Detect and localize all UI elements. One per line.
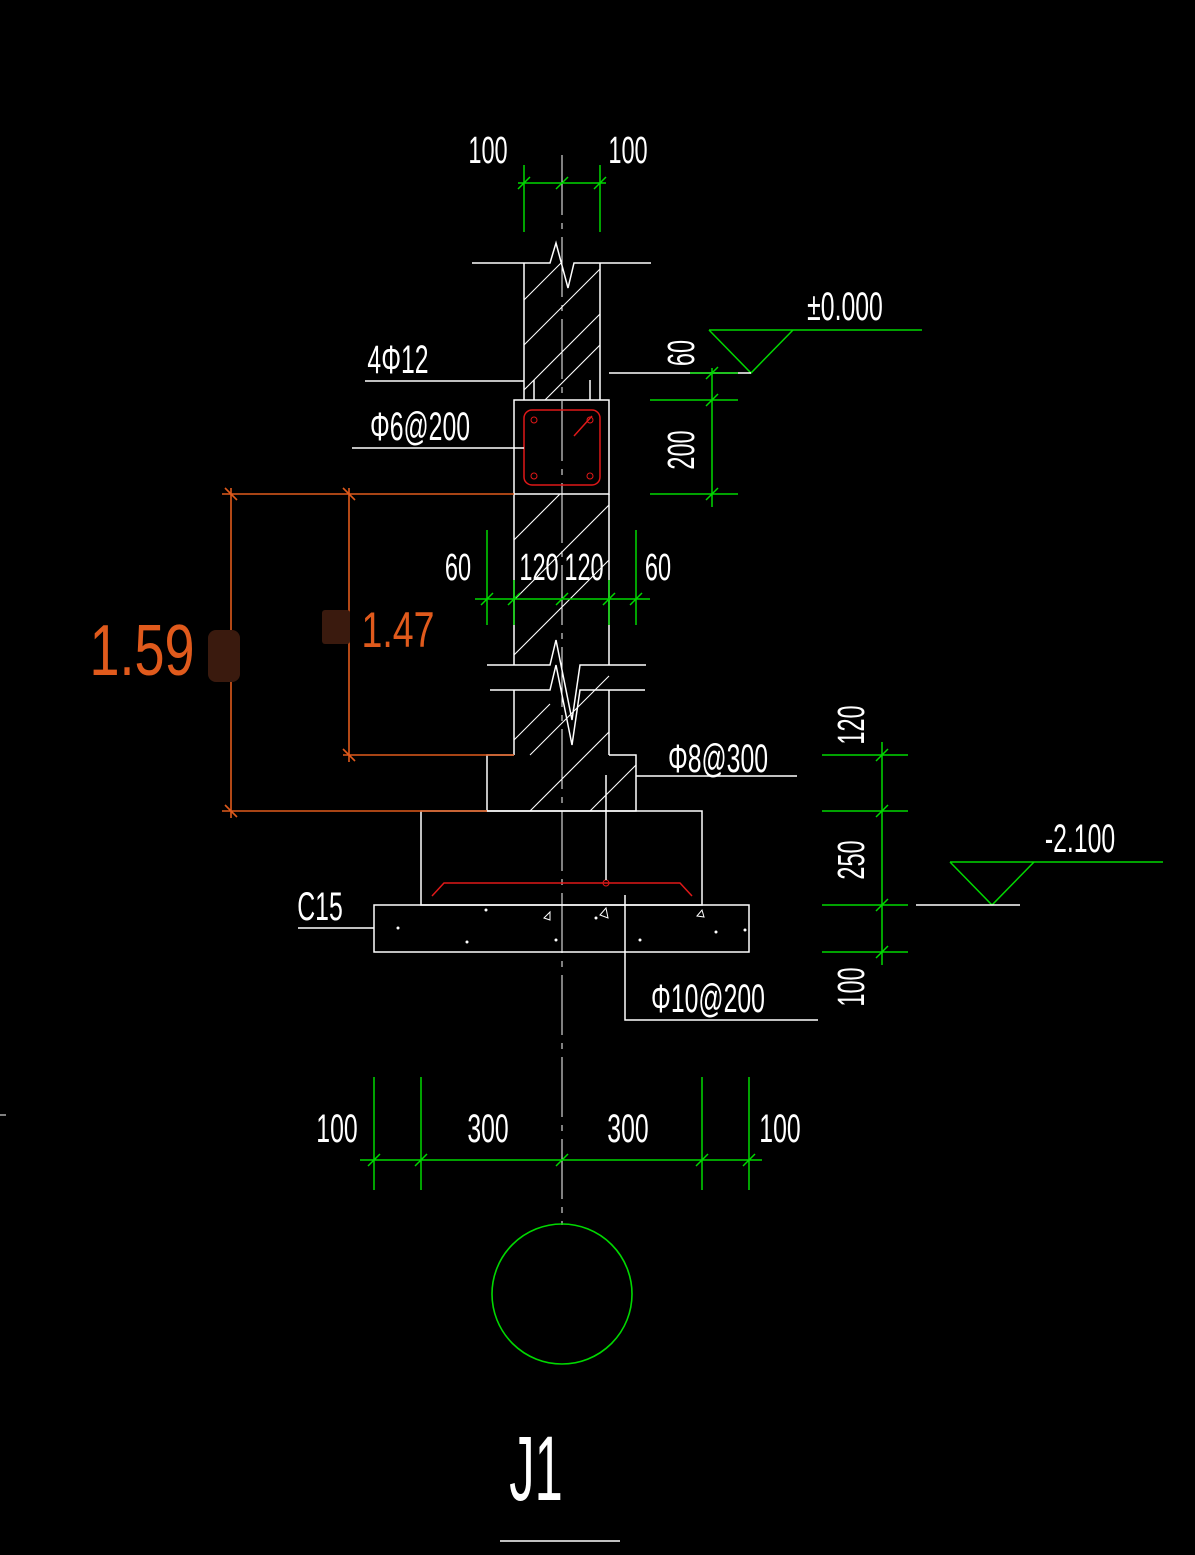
wall-dim-2: 120 bbox=[564, 545, 603, 588]
bottom-dimension-group: 100 300 300 100 bbox=[316, 1077, 801, 1190]
wall-dim-0: 60 bbox=[445, 545, 471, 588]
bottom-dim-3: 100 bbox=[759, 1107, 800, 1151]
label-footing-rebar: Φ10@200 bbox=[651, 977, 765, 1021]
measure-inner: 1.47 bbox=[362, 603, 435, 658]
top-dimension-group: 100 100 bbox=[468, 128, 648, 232]
smudge-outer bbox=[208, 630, 240, 682]
axis-bubble bbox=[491, 1223, 633, 1365]
wall-dimension-group: 60 120 120 60 bbox=[445, 530, 671, 625]
label-cushion: C15 bbox=[297, 885, 342, 929]
right-dims-upper: 60 200 bbox=[650, 340, 738, 507]
elevation-bottom-label: -2.100 bbox=[1045, 817, 1115, 861]
right-dim-60: 60 bbox=[659, 340, 702, 366]
right-dims-lower: 120 250 100 bbox=[822, 705, 908, 1007]
right-dim-100: 100 bbox=[829, 967, 872, 1006]
lower-wall bbox=[486, 493, 646, 812]
top-dim-left: 100 bbox=[468, 128, 507, 171]
upper-wall bbox=[472, 240, 651, 401]
footing bbox=[420, 775, 703, 906]
smudge-inner bbox=[322, 610, 350, 644]
top-dim-right: 100 bbox=[608, 128, 647, 171]
elevation-top-label: ±0.000 bbox=[807, 285, 883, 329]
bottom-dim-2: 300 bbox=[607, 1107, 648, 1151]
right-dim-250: 250 bbox=[829, 840, 872, 879]
drawing-title: J1 bbox=[509, 1417, 562, 1520]
label-main-bars: 4Φ12 bbox=[367, 338, 428, 382]
label-stirrups: Φ6@200 bbox=[370, 405, 470, 449]
bottom-dim-0: 100 bbox=[316, 1107, 357, 1151]
elevation-mark-bottom: -2.100 bbox=[916, 817, 1163, 907]
right-dim-200: 200 bbox=[659, 430, 702, 469]
elevation-mark-top: ±0.000 bbox=[609, 285, 922, 375]
label-bottom-wall-rebar: Φ8@300 bbox=[668, 737, 768, 781]
measurement-annotations: 1.59 1.47 bbox=[89, 487, 514, 818]
bottom-dim-1: 300 bbox=[467, 1107, 508, 1151]
measure-outer: 1.59 bbox=[89, 611, 194, 691]
right-dim-120: 120 bbox=[829, 705, 872, 744]
wall-dim-1: 120 bbox=[519, 545, 558, 588]
wall-dim-3: 60 bbox=[645, 545, 671, 588]
